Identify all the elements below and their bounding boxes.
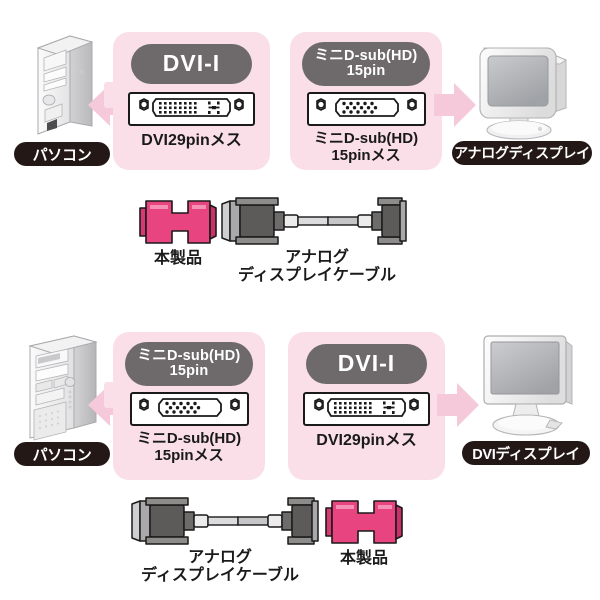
panel-bottom-right: DVI-I	[288, 332, 445, 480]
label-product-top: 本製品	[153, 250, 202, 267]
device-label-pc-bottom: パソコン	[14, 442, 110, 466]
panel-bottom-left: ミニD-sub(HD) 15pin	[104, 332, 265, 480]
product-adapter-top	[136, 196, 220, 248]
crt-monitor-icon	[470, 30, 588, 142]
panel-notch	[104, 82, 118, 108]
connection-row-top: パソコン DVI-I	[14, 30, 592, 285]
connection-row-bottom: パソコン ミニD-sub(HD) 15pin	[0, 300, 600, 600]
badge-line-1: ミニD-sub(HD)	[137, 347, 241, 364]
dvi-29pin-connector	[128, 92, 255, 126]
vga-15pin-connector	[307, 92, 426, 126]
device-label-display-top: アナログディスプレイ	[452, 141, 592, 165]
vga-15pin-connector	[130, 392, 249, 426]
analog-cable-bottom	[128, 496, 319, 548]
caption-top-right: ミニD-sub(HD) 15pinメス	[313, 130, 419, 164]
badge-line-2: 15pin	[346, 63, 386, 79]
caption-bottom-right: DVI29pinメス	[316, 432, 417, 449]
badge-top-right: ミニD-sub(HD) 15pin	[302, 42, 430, 86]
badge-line-1: ミニD-sub(HD)	[314, 47, 418, 64]
label-cable-bottom: アナログ ディスプレイケーブル	[141, 549, 299, 585]
caption-top-left: DVI29pinメス	[141, 132, 242, 149]
panel-top-left: DVI-I	[104, 32, 270, 170]
desktop-pc-icon	[18, 30, 110, 142]
badge-bottom-left: ミニD-sub(HD) 15pin	[125, 342, 253, 386]
badge-line-2: 15pin	[169, 363, 209, 379]
analog-cable-top	[218, 196, 408, 248]
device-label-display-bottom: DVIディスプレイ	[462, 441, 590, 465]
flow-arrow-right-bottom	[437, 378, 479, 432]
panel-notch	[104, 382, 118, 408]
product-adapter-bottom	[322, 496, 406, 548]
flow-arrow-right-top	[434, 78, 476, 132]
tower-pc-icon	[20, 328, 112, 444]
badge-bottom-right: DVI-I	[306, 344, 427, 384]
label-cable-top: アナログ ディスプレイケーブル	[238, 249, 396, 285]
caption-bottom-left: ミニD-sub(HD) 15pinメス	[136, 430, 242, 464]
panel-top-right: ミニD-sub(HD) 15pin	[290, 32, 442, 170]
lcd-monitor-icon	[478, 328, 588, 442]
device-label-pc-top: パソコン	[14, 142, 110, 166]
label-product-bottom: 本製品	[339, 550, 388, 567]
badge-top-left: DVI-I	[131, 44, 252, 84]
dvi-29pin-connector	[303, 392, 430, 426]
